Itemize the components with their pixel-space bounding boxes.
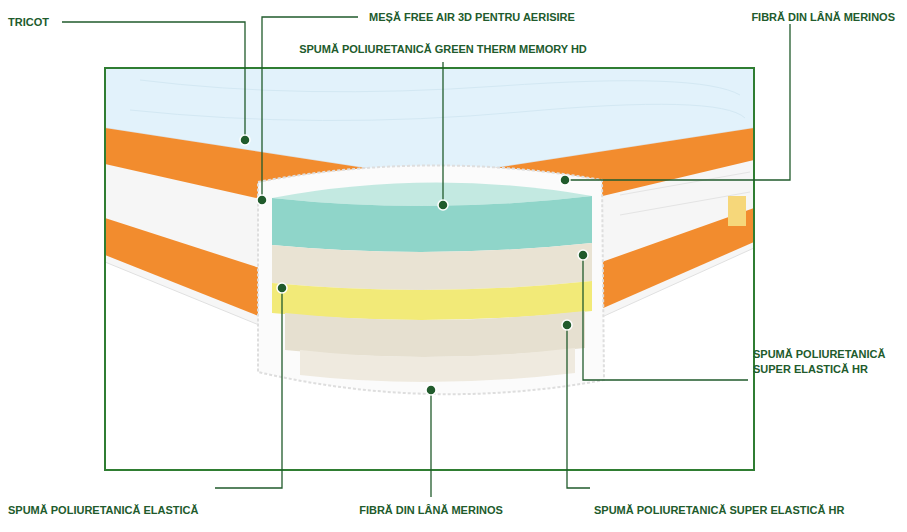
part-label: SPUMĂ POLIURETANICĂ SUPER ELASTICĂ HR xyxy=(594,503,844,518)
part-label: SPUMĂ POLIURETANICĂ SUPER ELASTICĂ HR xyxy=(753,347,903,377)
part-label: FIBRĂ DIN LÂNĂ MERINOS xyxy=(359,503,503,518)
part-label: FIBRĂ DIN LÂNĂ MERINOS xyxy=(751,10,895,25)
part-label: TRICOT xyxy=(8,15,49,30)
part-label: SPUMĂ POLIURETANICĂ ELASTICĂ xyxy=(8,503,198,518)
part-label: SPUMĂ POLIURETANICĂ GREEN THERM MEMORY H… xyxy=(299,42,587,57)
part-label: MEȘĂ FREE AIR 3D PENTRU AERISIRE xyxy=(369,10,575,25)
